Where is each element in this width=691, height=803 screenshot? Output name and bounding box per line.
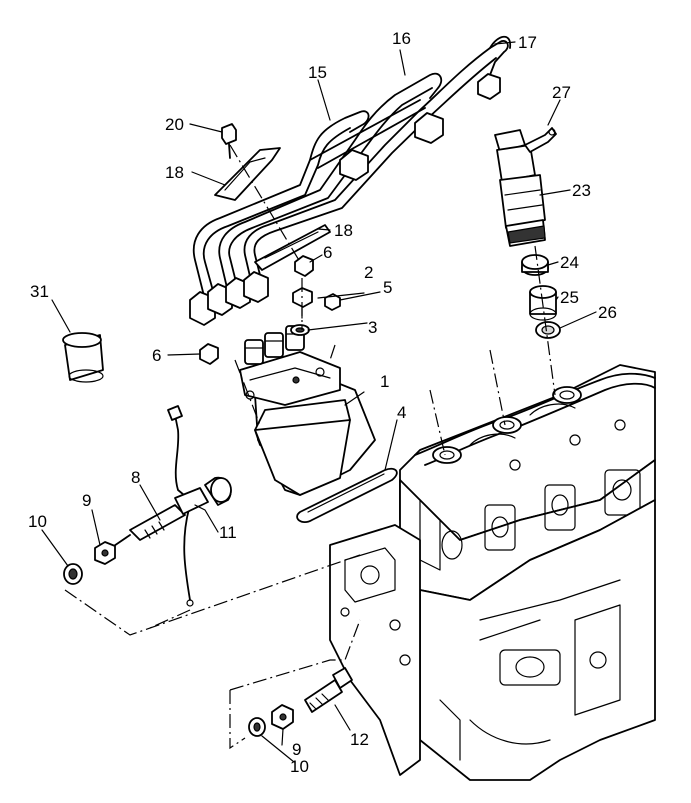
collar-31 bbox=[62, 332, 104, 383]
nut-6-lower bbox=[199, 343, 219, 365]
washer-10-lower bbox=[248, 717, 266, 737]
solenoid-8 bbox=[107, 476, 232, 551]
callout-4: 4 bbox=[397, 403, 406, 422]
callout-9-lower: 9 bbox=[292, 740, 301, 759]
callout-6-lower: 6 bbox=[152, 346, 161, 365]
callout-12: 12 bbox=[350, 730, 369, 749]
callout-2: 2 bbox=[364, 263, 373, 282]
bleeder-screw-5 bbox=[324, 293, 341, 311]
fuel-shutoff-wire bbox=[167, 405, 194, 607]
center-lines bbox=[64, 144, 556, 750]
clamp-bolt-20 bbox=[221, 123, 237, 159]
callout-3: 3 bbox=[368, 318, 377, 337]
callout-1: 1 bbox=[380, 372, 389, 391]
callout-23: 23 bbox=[572, 181, 591, 200]
callout-24: 24 bbox=[560, 253, 579, 272]
callout-31: 31 bbox=[30, 282, 49, 301]
callout-10-left: 10 bbox=[28, 512, 47, 531]
pipe-clamp-lower bbox=[254, 224, 331, 271]
nut-9-left bbox=[94, 541, 116, 565]
callout-18-upper: 18 bbox=[165, 163, 184, 182]
washer-3 bbox=[290, 324, 310, 336]
pump-gasket bbox=[296, 467, 398, 524]
washer-10-left bbox=[63, 563, 83, 585]
callout-labels: 1 2 3 4 5 6 6 8 9 9 10 10 11 12 15 16 17… bbox=[28, 29, 617, 776]
callout-27: 27 bbox=[552, 83, 571, 102]
callout-18-lower: 18 bbox=[334, 221, 353, 240]
leader-lines bbox=[41, 41, 597, 763]
nut-9-lower bbox=[271, 704, 294, 730]
callout-9-left: 9 bbox=[82, 491, 91, 510]
injector-assembly bbox=[494, 127, 561, 339]
callout-5: 5 bbox=[383, 278, 392, 297]
cylinder-head bbox=[329, 364, 656, 781]
callout-15: 15 bbox=[308, 63, 327, 82]
nut-6-upper bbox=[294, 255, 314, 277]
callout-26: 26 bbox=[598, 303, 617, 322]
callout-20: 20 bbox=[165, 115, 184, 134]
callout-6-upper: 6 bbox=[323, 243, 332, 262]
callout-17: 17 bbox=[518, 33, 537, 52]
callout-25: 25 bbox=[560, 288, 579, 307]
injection-pipes bbox=[192, 35, 511, 301]
callout-8: 8 bbox=[131, 468, 140, 487]
injection-pump bbox=[239, 325, 376, 496]
callout-11: 11 bbox=[219, 523, 237, 542]
pipe-nuts-top bbox=[339, 73, 501, 181]
pipe-nuts-pump bbox=[189, 271, 269, 326]
callout-10-lower: 10 bbox=[290, 757, 309, 776]
bolt-12 bbox=[304, 667, 353, 713]
callout-16: 16 bbox=[392, 29, 411, 48]
